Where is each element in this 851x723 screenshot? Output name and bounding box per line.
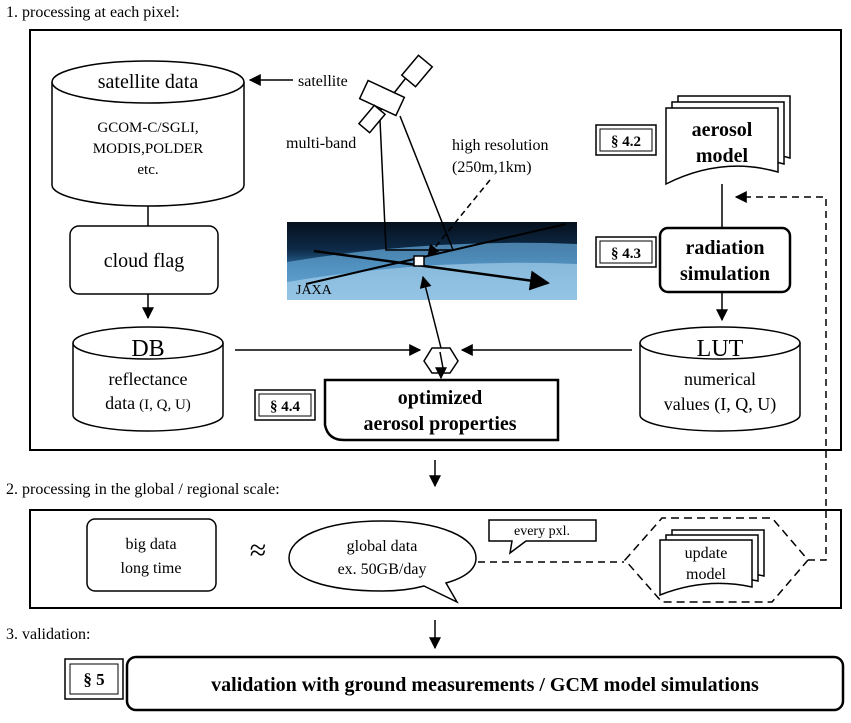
comparator-to-pixel-arrow (419, 275, 442, 349)
observation-cone (379, 115, 455, 251)
aerosol-model-line1: aerosol (692, 119, 753, 141)
section-2-frame (29, 509, 842, 609)
satellite-data-line1: GCOM-C/SGLI, (97, 120, 198, 136)
optimized-properties-box (323, 378, 560, 442)
section-1-frame (29, 29, 842, 451)
validation-box (125, 655, 845, 712)
multiband-label: multi-band (286, 135, 356, 152)
svg-text:§ 4.3: § 4.3 (611, 246, 641, 262)
approx-symbol: ≈ (250, 534, 266, 567)
section-ref-4-3: § 4.3 (595, 236, 657, 268)
update-model-line1: update (685, 545, 728, 562)
db-line1: reflectance (109, 369, 188, 389)
db-line2: data(I, Q, U) (105, 393, 191, 413)
db-title: DB (131, 336, 164, 362)
section-3-heading: 3. validation: (6, 626, 90, 643)
section-ref-4-2: § 4.2 (595, 124, 657, 156)
pixel-marker (413, 255, 425, 267)
highres-pointer (427, 179, 491, 257)
lut-cylinder: LUT numerical values (I, Q, U) (639, 326, 801, 432)
big-data-line1: big data (125, 536, 176, 553)
global-data-line2: ex. 50GB/day (338, 561, 427, 578)
lut-line2: values (I, Q, U) (664, 394, 776, 415)
earth-image: JAXA (287, 222, 577, 300)
global-data-bubble (288, 520, 477, 604)
highres-label-line2: (250m,1km) (452, 159, 532, 176)
lut-line1: numerical (684, 369, 756, 389)
satellite-icon (357, 54, 434, 134)
section-1-heading: 1. processing at each pixel: (6, 4, 180, 21)
radiation-sim-line2: simulation (680, 263, 770, 285)
cloud-flag-box (69, 225, 219, 295)
svg-text:§ 5: § 5 (83, 670, 104, 689)
every-pixel-callout (488, 519, 597, 555)
scan-line-arrow (313, 249, 550, 291)
radiation-simulation-box (658, 226, 792, 294)
aerosol-model-line2: model (696, 145, 749, 167)
lut-title: LUT (697, 336, 744, 362)
section-ref-4-4: § 4.4 (254, 389, 316, 421)
svg-text:§ 4.4: § 4.4 (270, 399, 301, 415)
satellite-data-cylinder: satellite data GCOM-C/SGLI, MODIS,POLDER… (51, 60, 245, 207)
section-ref-5: § 5 (64, 658, 124, 700)
section-2-heading: 2. processing in the global / regional s… (6, 481, 280, 498)
optimized-line1: optimized (398, 387, 482, 409)
global-data-line1: global data (347, 538, 418, 555)
big-data-box (86, 518, 217, 592)
cloud-flag-label: cloud flag (104, 250, 185, 272)
validation-label: validation with ground measurements / GC… (211, 674, 759, 696)
every-pixel-label: every pxl. (514, 524, 570, 539)
db-cylinder: DB reflectance data(I, Q, U) (72, 326, 224, 432)
jaxa-credit: JAXA (296, 283, 333, 298)
satellite-data-line2: MODIS,POLDER (93, 141, 203, 157)
radiation-sim-line1: radiation (686, 237, 765, 259)
svg-text:§ 4.2: § 4.2 (611, 134, 641, 150)
update-feedback-dashed-arrow (734, 191, 827, 561)
satellite-data-title: satellite data (98, 71, 199, 93)
big-data-line2: long time (121, 560, 182, 577)
update-model-docs: update model (659, 529, 765, 597)
hexagon-inner-stroke (439, 351, 444, 369)
satellite-data-line3: etc. (137, 162, 158, 178)
optimized-line2: aerosol properties (363, 413, 516, 435)
highres-label-line1: high resolution (452, 137, 548, 154)
satellite-label: satellite (298, 73, 348, 90)
update-model-line2: model (686, 566, 727, 583)
aerosol-model-docs: aerosol model (665, 95, 791, 186)
